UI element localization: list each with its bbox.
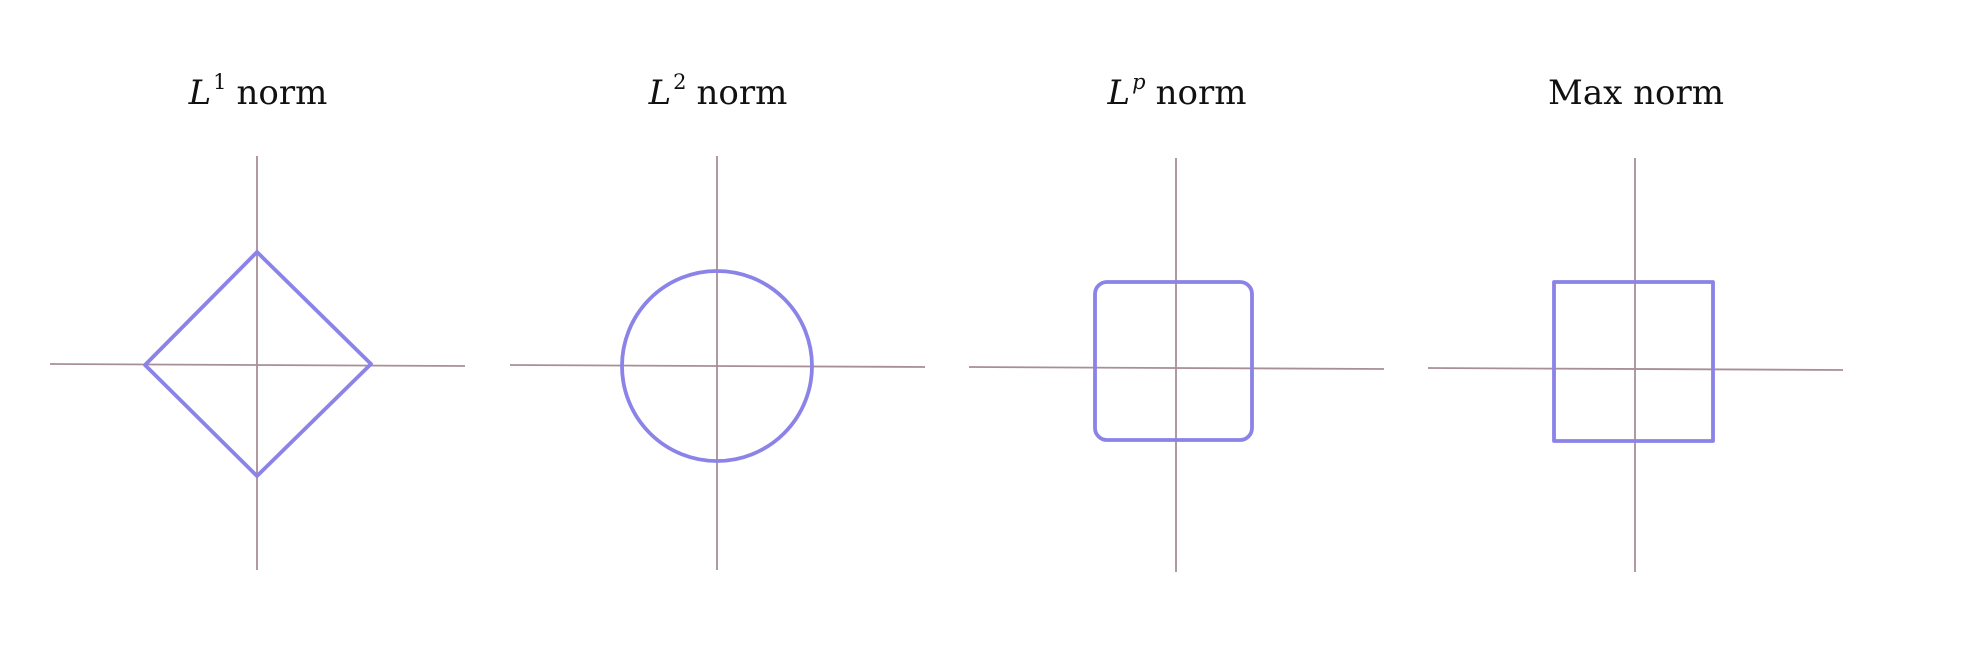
l1-norm-panel: L1 norm: [28, 0, 488, 658]
l1-norm-title: L1 norm: [28, 70, 488, 113]
lp-norm-diagram: [968, 158, 1385, 572]
title-word: norm: [1155, 73, 1247, 113]
title-base: L: [188, 73, 212, 113]
max-norm-title: Max norm: [1406, 76, 1866, 110]
max-norm-panel: Max norm: [1406, 0, 1866, 658]
title-word: Max norm: [1548, 73, 1724, 113]
title-superscript: p: [1132, 70, 1146, 94]
title-base: L: [1107, 73, 1131, 113]
l1-norm-diagram: [49, 156, 466, 570]
title-superscript: 1: [213, 70, 227, 94]
max-unit-ball-square: [1552, 280, 1715, 443]
l2-norm-diagram: [509, 156, 926, 570]
title-word: norm: [696, 73, 788, 113]
title-base: L: [648, 73, 672, 113]
l2-unit-ball-circle: [620, 269, 814, 463]
lp-unit-ball-rounded-square: [1093, 280, 1254, 442]
title-superscript: 2: [673, 70, 687, 94]
l2-norm-title: L2 norm: [488, 70, 948, 113]
l1-unit-ball-diamond: [143, 250, 373, 478]
l2-norm-panel: L2 norm: [488, 0, 948, 658]
title-word: norm: [236, 73, 328, 113]
max-norm-diagram: [1427, 158, 1844, 572]
